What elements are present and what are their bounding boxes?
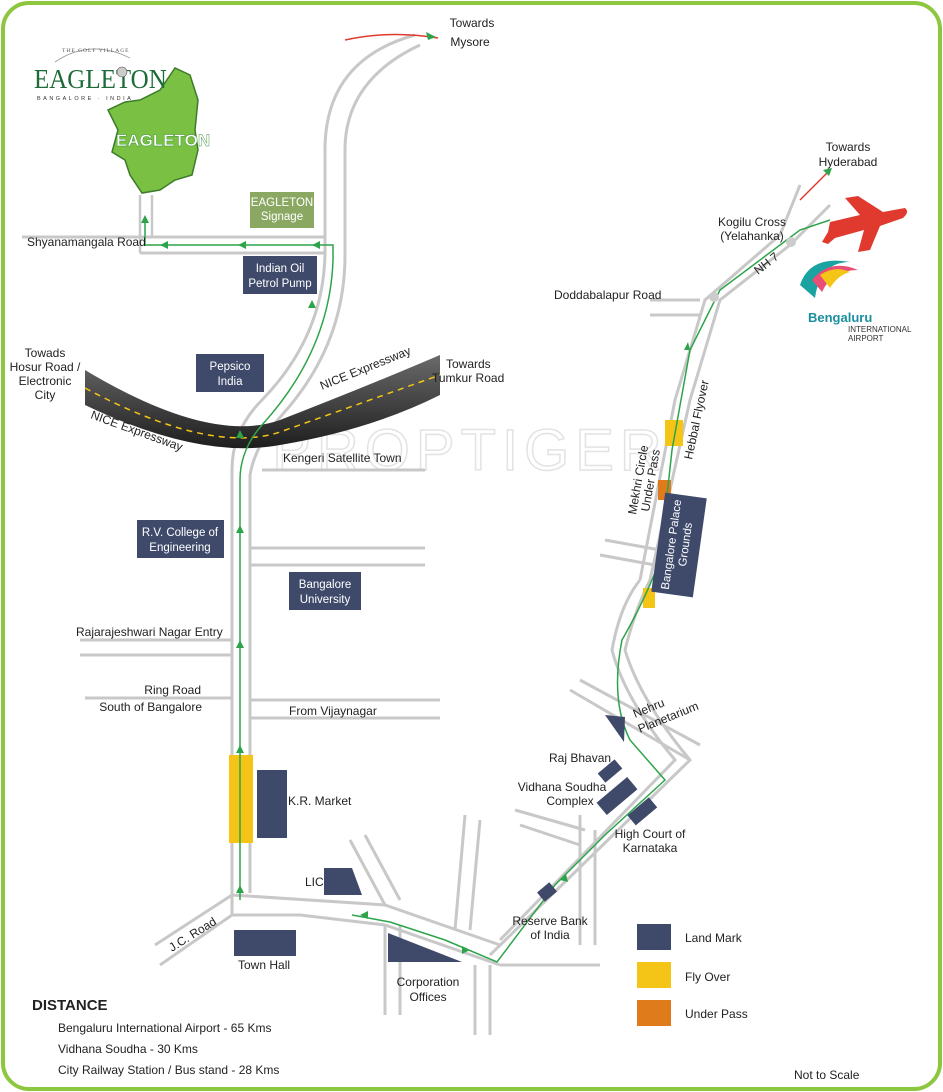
- bangalore-university-box: [289, 572, 361, 610]
- corporation-line2: Offices: [409, 990, 446, 1004]
- rbi-box: [537, 882, 557, 902]
- distance-item: Vidhana Soudha - 30 Kms: [58, 1042, 198, 1056]
- ring-road-line2: South of Bangalore: [99, 700, 202, 714]
- rr-nagar-label: Rajarajeshwari Nagar Entry: [76, 625, 223, 639]
- towards-mysore-line2: Mysore: [450, 35, 490, 49]
- bangalore-university-line2: University: [300, 594, 351, 606]
- hosur-line4: City: [35, 388, 56, 402]
- not-to-scale-note: Not to Scale: [794, 1068, 860, 1082]
- hosur-line3: Electronic: [19, 374, 72, 388]
- lic-label: LIC: [305, 875, 324, 889]
- hosur-line2: Hosur Road /: [10, 360, 81, 374]
- nehru-box: [605, 715, 625, 742]
- distance-title: DISTANCE: [32, 997, 108, 1014]
- legend-label-underpass: Under Pass: [685, 1007, 748, 1021]
- town-hall-box: [234, 930, 296, 956]
- indian-oil-line1: Indian Oil: [256, 263, 305, 275]
- rbi-line1: Reserve Bank: [512, 914, 588, 928]
- raj-bhavan-label: Raj Bhavan: [549, 751, 611, 765]
- corporation-box: [388, 933, 462, 962]
- kogilu-line2: (Yelahanka): [720, 229, 784, 243]
- logo-text: EAGLETON: [34, 64, 167, 94]
- eagleton-signage-line1: EAGLETON: [251, 197, 313, 209]
- airport-swoosh: [800, 260, 850, 298]
- bangalore-university-line1: Bangalore: [299, 579, 351, 591]
- kogilu-line1: Kogilu Cross: [718, 215, 786, 229]
- vijaynagar-label: From Vijaynagar: [289, 704, 377, 718]
- towards-hyderabad-line1: Towards: [826, 140, 871, 154]
- airport-swoosh-2: [812, 265, 858, 292]
- lic-box: [324, 868, 362, 895]
- eagleton-signage-box: [250, 192, 314, 228]
- raj-bhavan-box: [597, 759, 623, 783]
- legend-swatch-flyover: [637, 962, 671, 988]
- town-hall-label: Town Hall: [238, 958, 290, 972]
- kr-market-box: [257, 770, 287, 838]
- flyover-hebbal: [665, 420, 683, 446]
- hosur-line1: Towads: [25, 346, 66, 360]
- indian-oil-box: [243, 256, 317, 294]
- legend-swatch-underpass: [637, 1000, 671, 1026]
- airport-logo: Bengaluru INTERNATIONAL AIRPORT: [800, 196, 912, 343]
- site-shape: [106, 67, 199, 194]
- high-court-line1: High Court of: [615, 827, 686, 841]
- distance-item: Bengaluru International Airport - 65 Kms: [58, 1021, 271, 1035]
- golf-ball-icon: [116, 66, 128, 78]
- eagleton-site: EAGLETON THE GOLF VILLAGE EAGLETON BANGA…: [34, 48, 210, 194]
- kr-market-label: K.R. Market: [288, 794, 352, 808]
- doddabalapur-label: Doddabalapur Road: [554, 288, 661, 302]
- doddabalapur-node: [709, 292, 719, 302]
- vidhana-line1: Vidhana Soudha: [518, 780, 607, 794]
- ring-road-line1: Ring Road: [144, 683, 201, 697]
- logo-arc: [54, 48, 131, 63]
- flyover-kr-market: [229, 755, 253, 843]
- logo-sub: BANGALORE · INDIA: [37, 96, 133, 102]
- rv-college-line1: R.V. College of: [142, 527, 219, 539]
- nice-expressway: [84, 355, 441, 449]
- airport-sub1: INTERNATIONAL: [848, 325, 912, 334]
- rv-college-line2: Engineering: [149, 542, 210, 554]
- tumkur-line2: Tumkur Road: [432, 371, 504, 385]
- indian-oil-line2: Petrol Pump: [248, 278, 311, 290]
- high-court-box: [627, 797, 658, 826]
- distance-block: DISTANCE Bengaluru International Airport…: [32, 997, 279, 1077]
- airplane-icon: [822, 196, 908, 252]
- road-network: [22, 33, 832, 1035]
- high-court-line2: Karnataka: [623, 841, 678, 855]
- airport-sub2: AIRPORT: [848, 334, 884, 343]
- vidhana-box: [596, 777, 638, 815]
- distance-item: City Railway Station / Bus stand - 28 Km…: [58, 1063, 279, 1077]
- pepsico-line2: India: [218, 376, 244, 388]
- pepsico-line1: Pepsico: [210, 361, 251, 373]
- logo-tagline: THE GOLF VILLAGE: [62, 48, 130, 54]
- legend: Land Mark Fly Over Under Pass: [637, 924, 748, 1026]
- legend-swatch-landmark: [637, 924, 671, 950]
- shyanamangala-label: Shyanamangala Road: [27, 235, 146, 249]
- kogilu-node: [786, 237, 796, 247]
- airport-name: Bengaluru: [808, 310, 872, 325]
- tumkur-line1: Towards: [446, 357, 491, 371]
- towards-mysore-line1: Towards: [450, 16, 495, 30]
- site-label: EAGLETON: [116, 131, 210, 150]
- eagleton-signage-line2: Signage: [261, 211, 303, 223]
- corporation-line1: Corporation: [397, 975, 460, 989]
- vidhana-line2: Complex: [546, 794, 593, 808]
- kengeri-label: Kengeri Satellite Town: [283, 451, 402, 465]
- palace-grounds-box: [651, 492, 707, 598]
- landmarks-layer: EAGLETON Signage Indian Oil Petrol Pump …: [137, 192, 707, 962]
- legend-label-flyover: Fly Over: [685, 970, 730, 984]
- rv-college-box: [137, 520, 224, 558]
- pepsico-box: [196, 354, 264, 392]
- airport-swoosh-3: [820, 269, 850, 288]
- rbi-line2: of India: [530, 928, 570, 942]
- towards-hyderabad-line2: Hyderabad: [819, 155, 878, 169]
- legend-label-landmark: Land Mark: [685, 931, 743, 945]
